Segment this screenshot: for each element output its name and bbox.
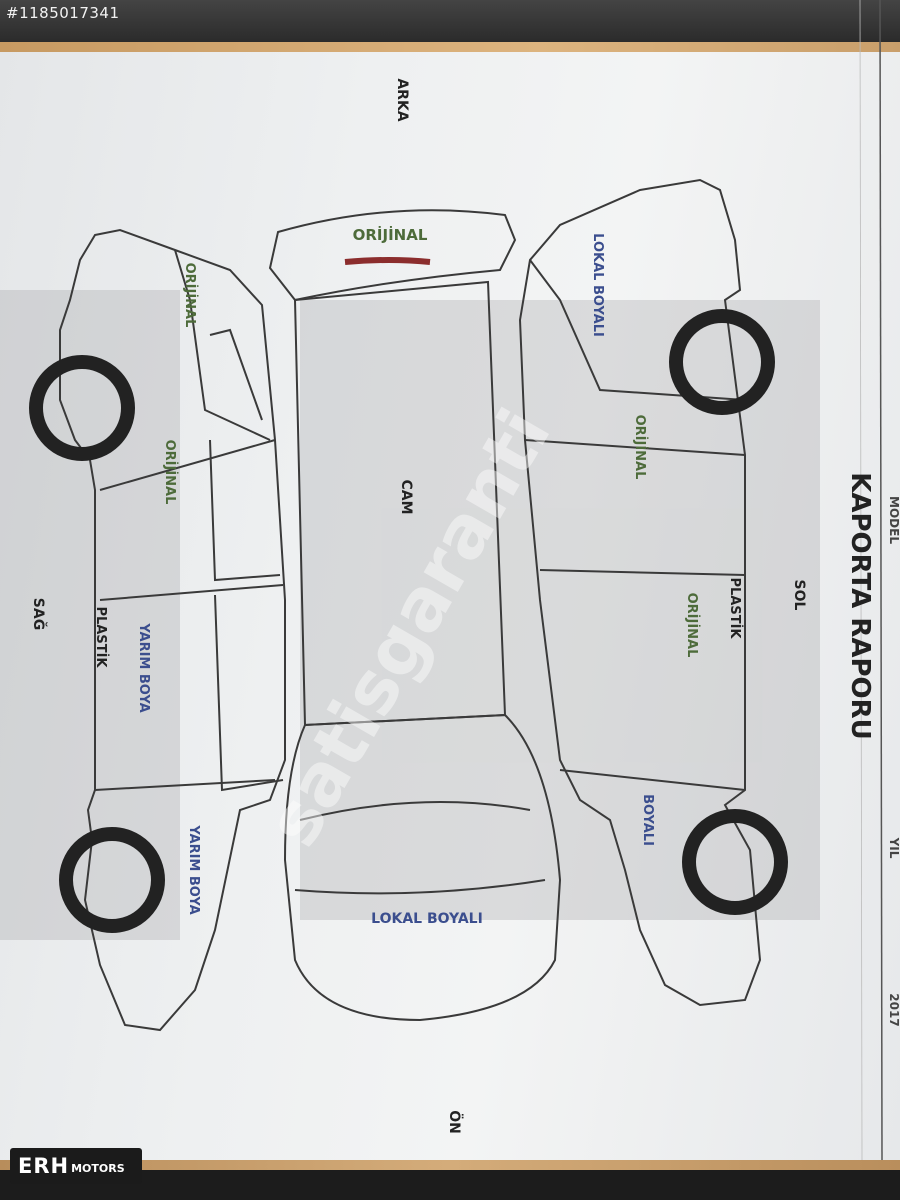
header-year-label-fragment: YIL: [887, 837, 900, 859]
brand-logo-small: MOTORS: [71, 1161, 125, 1175]
label-roof: CAM: [398, 479, 414, 514]
label-right-front-door: YARIM BOYA: [136, 622, 151, 712]
label-right-rear-fender: ORİJİNAL: [182, 263, 198, 328]
brand-logo-bold: ERH: [18, 1154, 70, 1178]
brand-logo: ERH MOTORS: [10, 1148, 142, 1184]
label-left-front-fender: BOYALI: [640, 794, 655, 846]
right-side-car: [59, 228, 286, 1032]
label-left-rear-door: ORİJİNAL: [632, 415, 648, 480]
direction-back: ARKA: [394, 78, 410, 121]
label-left-sill: PLASTİK: [727, 577, 743, 639]
label-left-rear-fender: LOKAL BOYALI: [590, 233, 605, 337]
label-right-sill: PLASTİK: [93, 606, 109, 668]
form-header-strip: [859, 0, 883, 1161]
label-hood: LOKAL BOYALI: [371, 911, 483, 927]
left-side-wheels: [669, 309, 788, 915]
header-year-value-fragment: 2017: [887, 993, 900, 1026]
top-view-car: [268, 209, 562, 1022]
direction-right: SAĞ: [30, 598, 48, 630]
right-side-wheels: [29, 355, 165, 933]
photo-id: #1185017341: [6, 4, 120, 22]
report-title: KAPORTA RAPORU: [845, 472, 875, 740]
bottom-frame: [0, 1160, 900, 1200]
rear-brake-light-strip: [344, 257, 431, 265]
label-right-rear-door: ORİJİNAL: [162, 440, 178, 505]
label-left-front-door: ORİJİNAL: [684, 593, 700, 658]
top-frame: [0, 0, 900, 52]
header-model-fragment: MODEL: [887, 496, 900, 544]
direction-left: SOL: [791, 580, 807, 611]
direction-front: ÖN: [446, 1110, 464, 1134]
label-right-front-fender: YARIM BOYA: [186, 824, 201, 914]
label-rear-bumper: ORİJİNAL: [353, 225, 428, 244]
left-side-car: [518, 178, 762, 1007]
